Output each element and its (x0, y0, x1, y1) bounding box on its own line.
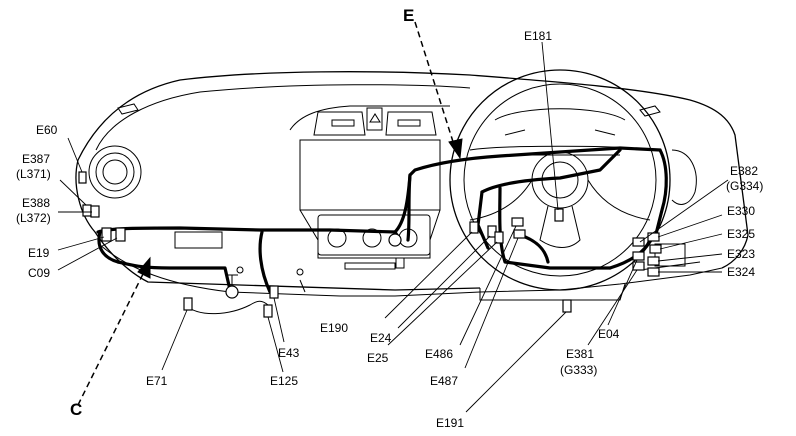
connector-E388 (90, 205, 100, 218)
label-E382: E382 (730, 164, 758, 178)
connector-E325 (649, 244, 662, 254)
label-E43: E43 (278, 346, 300, 360)
connector-E330 (647, 232, 660, 242)
dashboard-outline (75, 71, 749, 301)
label-E191: E191 (436, 416, 464, 430)
label-E71: E71 (146, 374, 168, 388)
connector-E382 (632, 237, 645, 247)
wire-harness (96, 146, 668, 315)
grommet-stack (388, 233, 402, 247)
label-E324: E324 (727, 265, 755, 279)
connector-E181 (554, 208, 564, 222)
leader-lines (57, 41, 729, 413)
connector-E324 (647, 267, 660, 277)
grommet-center (225, 285, 239, 299)
connector-E381 (632, 261, 645, 271)
connector-E487 (513, 229, 526, 239)
connector-E60 (78, 171, 87, 184)
label-E486: E486 (425, 347, 453, 361)
connector-E71 (183, 297, 193, 311)
label-E381: E381 (566, 347, 594, 361)
connector-E190 (469, 221, 479, 234)
connector-E25 (494, 231, 504, 244)
label-E487: E487 (430, 374, 458, 388)
connector-E387 (82, 204, 92, 217)
label-E19: E19 (28, 246, 50, 260)
view-arrows (77, 21, 463, 406)
connector-E486 (511, 217, 524, 227)
label-E24: E24 (370, 331, 392, 345)
label-C09: C09 (28, 266, 50, 280)
connector-C09 (115, 227, 126, 242)
label-E60: E60 (36, 123, 58, 137)
view-label-E: E (403, 6, 414, 25)
connector-E04 (632, 251, 645, 261)
label-E125: E125 (270, 374, 298, 388)
label-L372: (L372) (16, 211, 51, 225)
label-E387: E387 (22, 152, 50, 166)
label-G333: (G333) (560, 363, 597, 377)
view-arrow-E (414, 21, 456, 149)
label-G334: (G334) (726, 179, 763, 193)
view-arrow-C (77, 269, 146, 406)
connector-E323 (647, 256, 660, 266)
label-E388: E388 (22, 196, 50, 210)
label-E330: E330 (727, 204, 755, 218)
label-E25: E25 (367, 351, 389, 365)
connectors (78, 171, 662, 318)
label-E325: E325 (727, 227, 755, 241)
label-E323: E323 (727, 247, 755, 261)
callout-labels: E C E181 E60 E387 (L371) E388 (L372) E19… (16, 6, 763, 430)
connector-E43 (269, 285, 279, 299)
label-E181: E181 (524, 29, 552, 43)
label-E190: E190 (320, 321, 348, 335)
label-L371: (L371) (16, 167, 51, 181)
view-label-C: C (70, 400, 82, 419)
connector-E125 (263, 304, 273, 318)
label-E04: E04 (598, 327, 620, 341)
connector-E19 (101, 227, 112, 242)
connector-E191 (562, 299, 572, 313)
